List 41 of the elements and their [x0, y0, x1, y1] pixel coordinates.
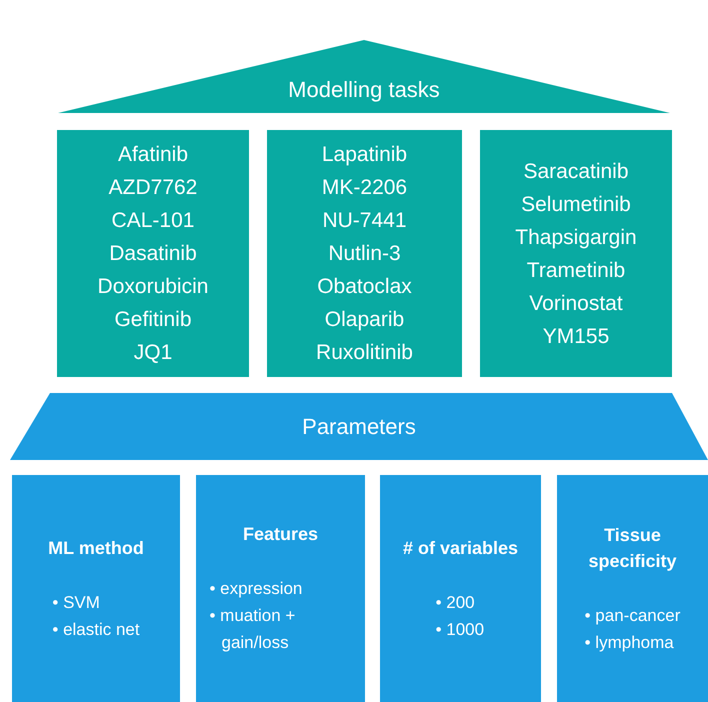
parameter-box	[196, 475, 365, 702]
drug-name: Thapsigargin	[515, 224, 637, 250]
bullet-item: • 200	[436, 592, 476, 614]
bullet-item: • elastic net	[52, 618, 140, 640]
drug-name: YM155	[542, 324, 610, 350]
parameter-box	[380, 475, 541, 702]
drug-list-box	[57, 130, 249, 377]
drug-name: CAL-101	[112, 208, 194, 234]
drug-list-box	[480, 130, 672, 377]
drug-name: Lapatinib	[322, 142, 408, 168]
drug-name: Afatinib	[118, 142, 188, 168]
parameter-heading: Tissue specificity	[587, 524, 678, 573]
drug-name: JQ1	[134, 340, 172, 366]
bullet-item: • 1000	[436, 618, 486, 640]
drug-name: AZD7762	[108, 175, 198, 201]
drug-name: Doxorubicin	[98, 274, 208, 300]
parameter-heading: # of variables	[402, 536, 518, 560]
parameter-box	[12, 475, 180, 702]
bullet-item: • lymphoma	[584, 632, 675, 654]
drug-name: Obatoclax	[317, 274, 412, 300]
drug-name: Selumetinib	[521, 192, 631, 218]
drug-name: Nutlin-3	[328, 241, 401, 267]
bullet-item: • expression	[210, 578, 304, 600]
bullet-item: • SVM	[52, 592, 101, 614]
drug-name: MK-2206	[322, 175, 408, 201]
drug-name: Trametinib	[526, 258, 626, 284]
drug-name: Dasatinib	[109, 241, 197, 267]
drug-name: Olaparib	[324, 307, 404, 333]
banner-title: Parameters	[302, 414, 416, 440]
parameter-heading: ML method	[48, 536, 144, 560]
banner-title: Modelling tasks	[288, 76, 440, 102]
drug-name: Vorinostat	[529, 290, 623, 316]
drug-list-box	[267, 130, 462, 377]
bullet-item: • pan-cancer	[584, 604, 680, 626]
drug-name: NU-7441	[322, 208, 407, 234]
drug-name: Ruxolitinib	[316, 340, 413, 366]
bullet-item: • muation + gain/loss	[210, 605, 296, 654]
parameter-heading: Features	[242, 523, 318, 546]
drug-name: Gefitinib	[114, 307, 192, 333]
parameter-box	[557, 475, 708, 702]
drug-name: Saracatinib	[523, 158, 629, 184]
